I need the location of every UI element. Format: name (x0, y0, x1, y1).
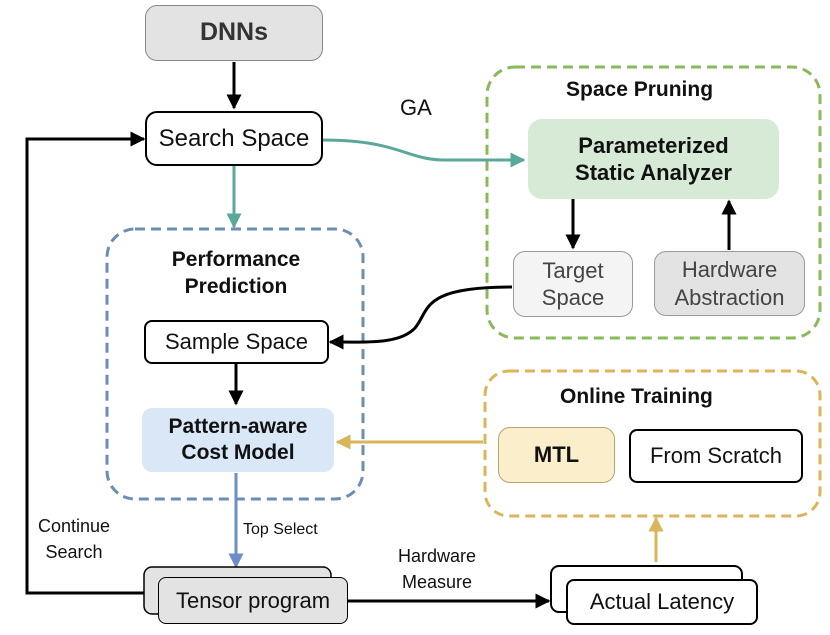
ga-label: GA (400, 95, 432, 120)
search-space-label: Search Space (158, 124, 310, 152)
performance-prediction-title-line1: Performance (171, 248, 301, 271)
cost-model-label-line1: Pattern-aware (168, 414, 308, 438)
arrow-search-space-to-analyzer (321, 138, 526, 168)
cost-model-label-line2: Cost Model (181, 441, 295, 464)
mtl-node: MTL (498, 427, 615, 483)
hardware-abstraction-label-line1: Hardware (681, 257, 778, 282)
static-analyzer-node: Parameterized Static Analyzer (528, 119, 779, 199)
search-space-node: Search Space (145, 111, 323, 166)
cost-model-node: Pattern-aware Cost Model (142, 408, 334, 472)
arrow-continue-search-loop (25, 131, 146, 595)
from-scratch-label: From Scratch (649, 443, 783, 469)
mtl-label: MTL (533, 442, 580, 468)
hardware-abstraction-node: Hardware Abstraction (654, 251, 805, 316)
hardware-measure-label: Hardware Measure (398, 543, 476, 595)
sample-space-node: Sample Space (144, 320, 329, 364)
space-pruning-title: Space Pruning (566, 78, 714, 101)
actual-latency-label: Actual Latency (589, 589, 735, 615)
static-analyzer-label-line2: Static Analyzer (575, 160, 732, 185)
actual-latency-node: Actual Latency (566, 579, 758, 625)
arrow-target-to-sample-space (328, 285, 513, 350)
continue-search-label-line2: Search (45, 542, 103, 563)
target-space-label-line2: Space (541, 285, 605, 310)
performance-prediction-title: Performance Prediction (110, 246, 362, 301)
online-training-title: Online Training (560, 385, 713, 408)
sample-space-label: Sample Space (164, 329, 309, 355)
target-space-node: Target Space (513, 251, 633, 317)
hardware-abstraction-label-line2: Abstraction (674, 284, 785, 310)
online-training-group-frame (483, 369, 822, 518)
target-space-label-line1: Target (542, 257, 604, 283)
from-scratch-node: From Scratch (629, 429, 803, 483)
hardware-measure-label-line2: Measure (402, 572, 473, 593)
hardware-measure-label-line1: Hardware (398, 546, 477, 566)
top-select-label: Top Select (243, 521, 318, 538)
tensor-program-node: Tensor program (158, 577, 348, 624)
space-pruning-group-frame (485, 65, 822, 340)
continue-search-label-line1: Continue (38, 516, 111, 536)
continue-search-label: Continue Search (38, 513, 110, 565)
dnns-label: DNNs (199, 18, 269, 47)
tensor-program-label: Tensor program (175, 587, 331, 613)
performance-prediction-title-line2: Prediction (184, 275, 288, 299)
static-analyzer-label-line1: Parameterized (578, 132, 729, 158)
dnns-node: DNNs (145, 5, 323, 61)
